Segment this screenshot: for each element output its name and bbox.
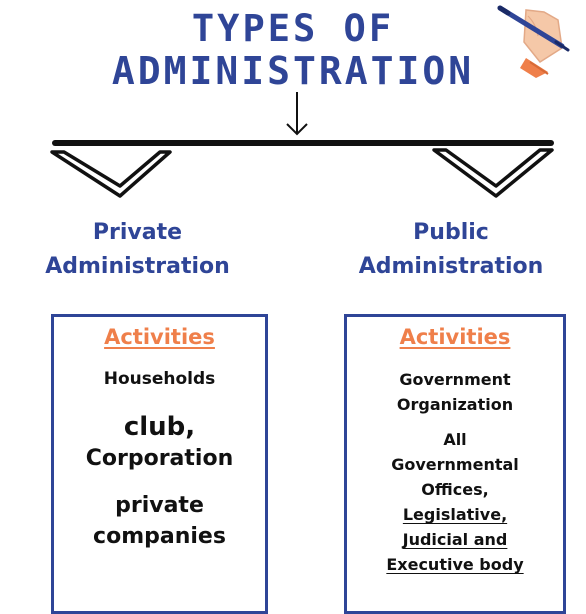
chevron-down-icon — [50, 150, 172, 198]
private-activities-card: Activities Households club, Corporation … — [51, 314, 268, 614]
list-item: Households — [103, 369, 216, 389]
diagram-structure — [50, 92, 554, 198]
activities-label-text: Activities — [399, 325, 511, 349]
private-title-line2: Administration — [45, 254, 230, 279]
list-item: All — [443, 430, 467, 449]
public-administration-heading: Public Administration — [316, 216, 586, 284]
private-administration-heading: Private Administration — [0, 216, 275, 284]
list-item: Judicial and — [402, 530, 508, 549]
list-item: Governmental — [391, 455, 519, 474]
list-item: Organization — [396, 395, 514, 414]
list-item: companies — [93, 524, 226, 549]
private-title-line1: Private — [92, 220, 183, 245]
hand-pen-icon — [497, 5, 570, 78]
activities-label: Activities — [347, 325, 563, 349]
down-arrow-icon — [286, 92, 308, 136]
title-line-2: ADMINISTRATION — [111, 49, 475, 93]
public-title-line1: Public — [413, 220, 489, 245]
list-item: Corporation — [85, 446, 234, 471]
list-item: Executive body — [386, 555, 524, 574]
public-title-line2: Administration — [358, 254, 544, 279]
public-activities-card: Activities Government Organization All G… — [344, 314, 566, 614]
title-line-1: TYPES OF — [191, 7, 395, 50]
list-item: club, — [123, 412, 196, 442]
chevron-down-icon — [432, 148, 554, 198]
activities-label: Activities — [54, 325, 265, 349]
list-item: Offices, — [421, 480, 489, 499]
activities-label-text: Activities — [104, 325, 215, 349]
list-item: private — [115, 493, 204, 518]
list-item: Government — [399, 370, 511, 389]
list-item: Legislative, — [402, 505, 508, 524]
